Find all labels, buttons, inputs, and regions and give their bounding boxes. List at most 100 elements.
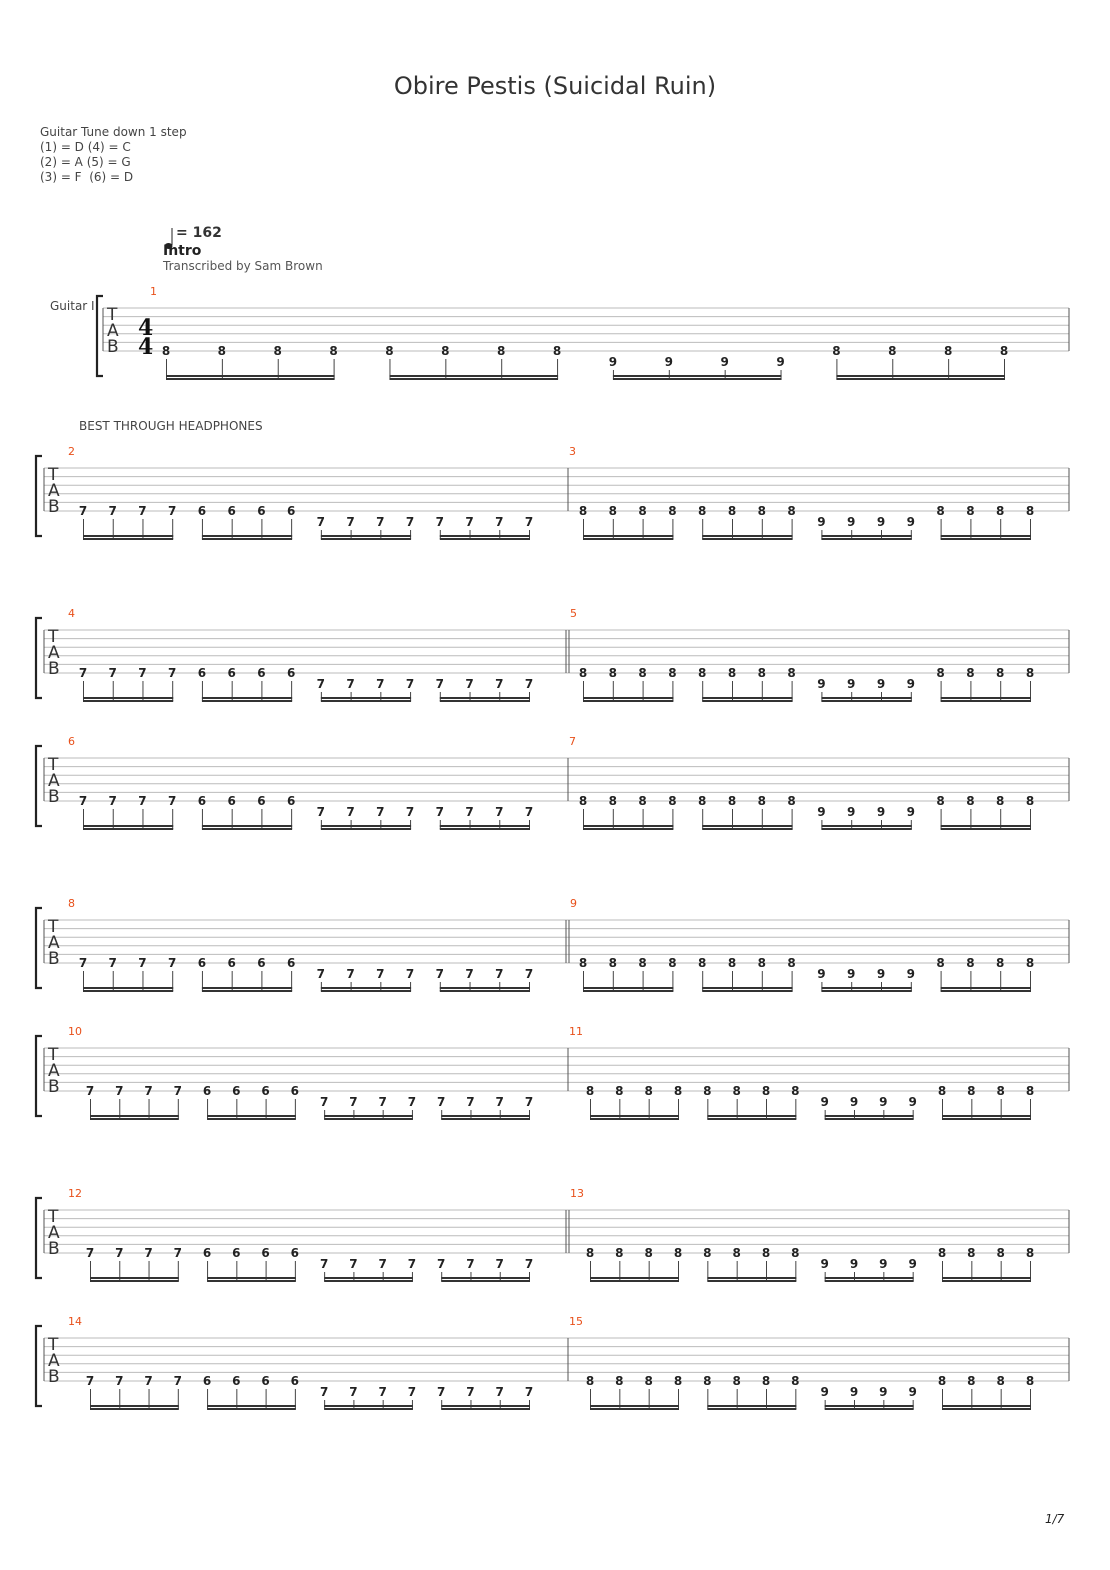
song-title: Obire Pestis (Suicidal Ruin) <box>393 72 717 100</box>
measure-number: 5 <box>570 607 577 620</box>
fret-number: 7 <box>406 967 414 981</box>
fret-number: 7 <box>465 805 473 819</box>
beam <box>207 1115 296 1117</box>
fret-number: 8 <box>967 1374 975 1388</box>
beam <box>942 1280 1031 1282</box>
fret-number: 8 <box>329 344 337 358</box>
fret-number: 8 <box>698 504 706 518</box>
fret-number: 9 <box>847 515 855 529</box>
beam <box>439 697 530 699</box>
fret-number: 8 <box>938 1246 946 1260</box>
fret-number: 8 <box>162 344 170 358</box>
beam <box>83 700 174 702</box>
beam <box>201 828 293 830</box>
beam <box>83 828 174 830</box>
fret-number: 8 <box>791 1084 799 1098</box>
fret-number: 8 <box>996 504 1004 518</box>
measure-number: 13 <box>570 1187 584 1200</box>
tab-clef-letter: A <box>48 933 60 953</box>
fret-number: 7 <box>408 1257 416 1271</box>
fret-number: 6 <box>232 1084 240 1098</box>
tab-clef-letter: T <box>47 917 59 937</box>
fret-number: 6 <box>198 504 206 518</box>
fret-number: 7 <box>109 794 117 808</box>
fret-number: 7 <box>346 805 354 819</box>
tuning-line-3: (3) = F (6) = D <box>40 170 134 184</box>
beam <box>590 1118 679 1120</box>
fret-number: 8 <box>644 1374 652 1388</box>
system-bracket <box>34 1034 42 1118</box>
fret-number: 9 <box>817 677 825 691</box>
measure-number: 3 <box>569 445 576 458</box>
beam <box>441 1115 530 1117</box>
fret-number: 8 <box>791 1246 799 1260</box>
fret-number: 6 <box>232 1374 240 1388</box>
fret-number: 9 <box>877 805 885 819</box>
fret-number: 9 <box>720 355 728 369</box>
fret-number: 7 <box>376 967 384 981</box>
beam <box>824 1405 914 1407</box>
beam <box>702 538 793 540</box>
beam <box>821 697 912 699</box>
beam <box>583 987 674 989</box>
fret-number: 9 <box>820 1385 828 1399</box>
fret-number: 9 <box>907 805 915 819</box>
beam <box>389 375 559 377</box>
beam <box>90 1115 179 1117</box>
fret-number: 7 <box>436 677 444 691</box>
beam <box>821 828 912 830</box>
beam <box>83 987 174 989</box>
tempo-marking: = 162 <box>176 225 222 241</box>
fret-number: 8 <box>586 1374 594 1388</box>
beam <box>389 378 559 380</box>
beam <box>324 1115 413 1117</box>
fret-number: 7 <box>138 666 146 680</box>
fret-number: 7 <box>496 1257 504 1271</box>
fret-number: 7 <box>376 677 384 691</box>
measure-number: 2 <box>68 445 75 458</box>
beam <box>166 378 335 380</box>
beam <box>583 828 674 830</box>
fret-number: 6 <box>203 1374 211 1388</box>
beam <box>207 1277 296 1279</box>
fret-number: 8 <box>586 1084 594 1098</box>
fret-number: 8 <box>938 1374 946 1388</box>
tab-clef-letter: T <box>47 465 59 485</box>
fret-number: 8 <box>668 956 676 970</box>
beam <box>90 1118 179 1120</box>
tab-clef-letter: A <box>48 643 60 663</box>
fret-number: 8 <box>609 666 617 680</box>
beam <box>83 538 174 540</box>
beam <box>940 538 1031 540</box>
measure-number: 7 <box>569 735 576 748</box>
fret-number: 7 <box>144 1246 152 1260</box>
beam <box>590 1280 679 1282</box>
tab-clef-letter: A <box>48 1223 60 1243</box>
system-bracket <box>34 616 42 700</box>
beam <box>940 828 1031 830</box>
tab-clef-letter: B <box>107 337 119 357</box>
beam <box>439 535 530 537</box>
fret-number: 8 <box>579 794 587 808</box>
fret-number: 9 <box>907 677 915 691</box>
beam <box>824 1280 914 1282</box>
beam <box>821 990 912 992</box>
fret-number: 8 <box>579 956 587 970</box>
fret-number: 7 <box>376 805 384 819</box>
fret-number: 8 <box>966 504 974 518</box>
beam <box>320 990 412 992</box>
beam <box>83 990 174 992</box>
tab-clef-letter: A <box>107 321 119 341</box>
beam <box>90 1405 179 1407</box>
fret-number: 8 <box>967 1246 975 1260</box>
fret-number: 8 <box>758 666 766 680</box>
fret-number: 6 <box>287 504 295 518</box>
tab-clef-letter: B <box>48 1239 60 1259</box>
fret-number: 6 <box>232 1246 240 1260</box>
beam <box>824 1115 914 1117</box>
fret-number: 8 <box>996 794 1004 808</box>
measure-number: 12 <box>68 1187 82 1200</box>
fret-number: 9 <box>820 1257 828 1271</box>
fret-number: 7 <box>317 805 325 819</box>
beam <box>942 1408 1031 1410</box>
